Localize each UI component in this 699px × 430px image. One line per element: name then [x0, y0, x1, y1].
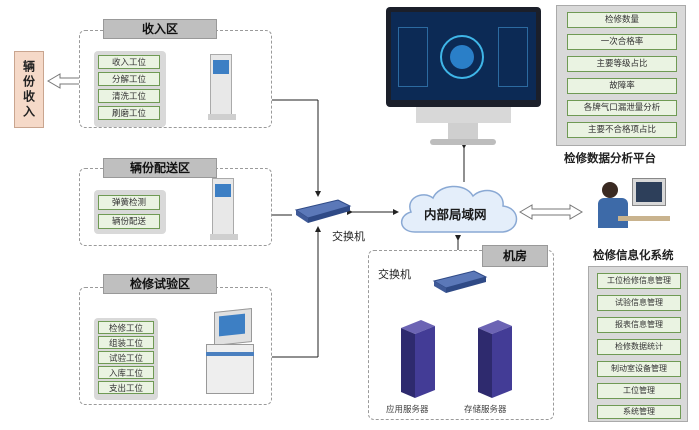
dispatch-zone-title: 辆份配送区 — [103, 158, 217, 178]
test-station-group: 检修工位 组装工位 试验工位 入库工位 支出工位 — [94, 318, 158, 400]
station-item: 收入工位 — [98, 55, 160, 69]
analysis-item: 一次合格率 — [567, 34, 677, 50]
main-switch-label: 交换机 — [332, 230, 365, 243]
analysis-item: 检修数量 — [567, 12, 677, 28]
storage-server-label: 存储服务器 — [464, 405, 507, 415]
network-label: 内部局域网 — [424, 207, 487, 222]
info-system-item: 检修数据统计 — [597, 339, 681, 355]
server-room-title: 机房 — [482, 245, 548, 267]
workstation-icon — [596, 176, 670, 238]
storage-server-icon — [472, 318, 514, 400]
test-zone-title: 检修试验区 — [103, 274, 217, 294]
analysis-item: 主要等级占比 — [567, 56, 677, 72]
info-system-item: 试验信息管理 — [597, 295, 681, 311]
network-info-double-arrow — [519, 204, 583, 220]
monitor-icon — [386, 7, 541, 147]
info-system-item: 工位管理 — [597, 383, 681, 399]
info-system-item: 工位检修信息管理 — [597, 273, 681, 289]
analysis-platform-panel: 检修数量 一次合格率 主要等级占比 故障率 各牌气口漏泄量分析 主要不合格项占比 — [556, 5, 686, 146]
station-item: 分解工位 — [98, 72, 160, 86]
info-system-title: 检修信息化系统 — [593, 248, 674, 262]
app-server-icon — [395, 318, 437, 400]
cloud-icon — [395, 180, 523, 242]
main-switch-icon — [292, 196, 352, 224]
station-item: 清洗工位 — [98, 89, 160, 103]
kiosk-terminal-icon — [210, 178, 238, 240]
info-system-item: 制动室设备管理 — [597, 361, 681, 377]
analysis-platform-title: 检修数据分析平台 — [564, 151, 656, 165]
station-item: 试验工位 — [98, 351, 154, 364]
station-item: 支出工位 — [98, 381, 154, 394]
station-item: 检修工位 — [98, 321, 154, 334]
station-item: 组装工位 — [98, 336, 154, 349]
kiosk-terminal-icon — [208, 54, 236, 120]
app-server-label: 应用服务器 — [386, 405, 429, 415]
dispatch-station-group: 弹簧检测 辆份配送 — [94, 190, 166, 234]
analysis-item: 主要不合格项占比 — [567, 122, 677, 138]
station-item: 入库工位 — [98, 366, 154, 379]
test-terminal-icon — [204, 308, 256, 396]
info-system-panel: 工位检修信息管理 试验信息管理 报表信息管理 检修数据统计 制动室设备管理 工位… — [588, 266, 688, 422]
server-room-switch-icon — [430, 268, 488, 294]
analysis-item: 各牌气口漏泄量分析 — [567, 100, 677, 116]
info-system-item: 系统管理 — [597, 405, 681, 419]
server-room-switch-label: 交换机 — [378, 268, 411, 281]
station-item: 辆份配送 — [98, 214, 160, 229]
receive-zone-title: 收入区 — [103, 19, 217, 39]
intake-label-box: 辆份收入 — [14, 51, 44, 128]
intake-label: 辆份收入 — [21, 59, 36, 120]
station-item: 刷磨工位 — [98, 106, 160, 120]
receive-station-group: 收入工位 分解工位 清洗工位 刷磨工位 — [94, 51, 166, 127]
info-system-item: 报表信息管理 — [597, 317, 681, 333]
station-item: 弹簧检测 — [98, 195, 160, 210]
analysis-item: 故障率 — [567, 78, 677, 94]
